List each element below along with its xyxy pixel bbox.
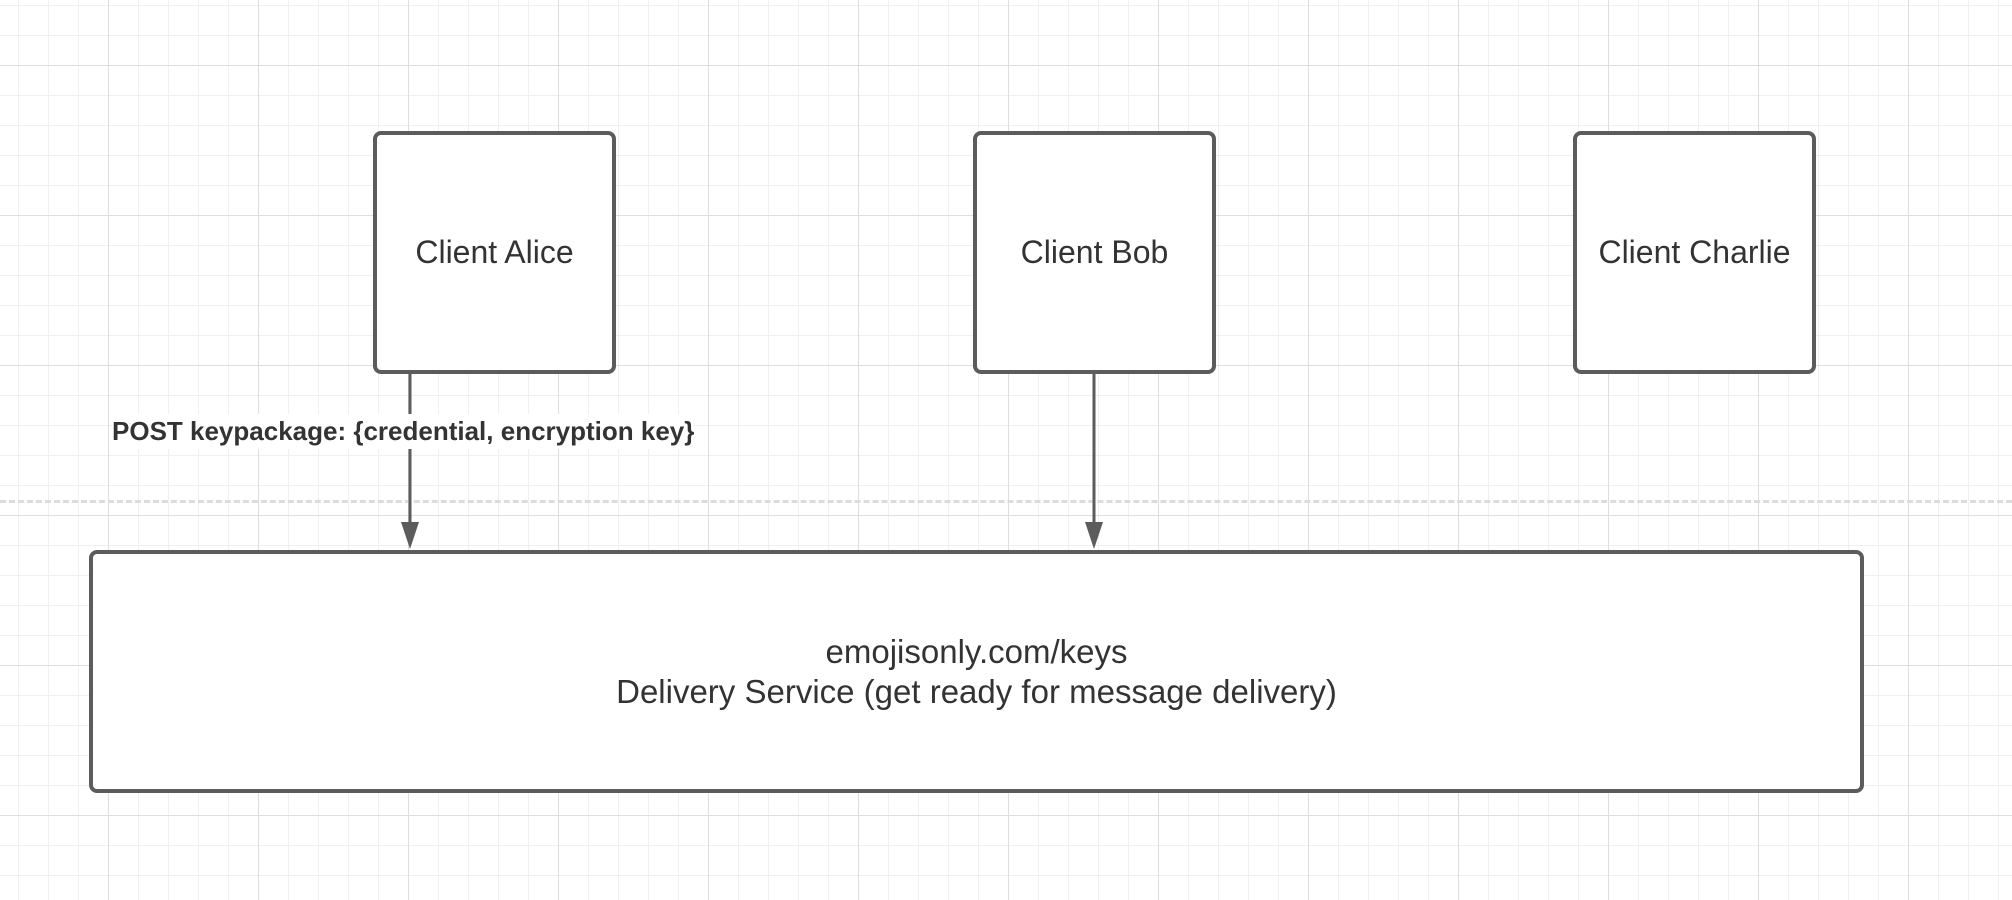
- client-alice-node[interactable]: Client Alice: [373, 131, 616, 374]
- client-alice-label: Client Alice: [415, 234, 574, 270]
- delivery-service-label: Delivery Service (get ready for message …: [616, 672, 1337, 710]
- client-bob-label: Client Bob: [1020, 234, 1169, 270]
- client-bob-node[interactable]: Client Bob: [973, 131, 1216, 374]
- dashed-divider: [0, 500, 2012, 503]
- client-charlie-label: Client Charlie: [1598, 234, 1791, 270]
- delivery-service-url: emojisonly.com/keys: [825, 632, 1128, 670]
- client-charlie-node[interactable]: Client Charlie: [1573, 131, 1816, 374]
- arrow-bob-to-delivery: [1085, 374, 1103, 549]
- arrow-alice-to-delivery: [401, 374, 419, 549]
- edge-label-post-keypackage: POST keypackage: {credential, encryption…: [112, 414, 695, 449]
- delivery-service-node[interactable]: emojisonly.com/keys Delivery Service (ge…: [89, 550, 1864, 793]
